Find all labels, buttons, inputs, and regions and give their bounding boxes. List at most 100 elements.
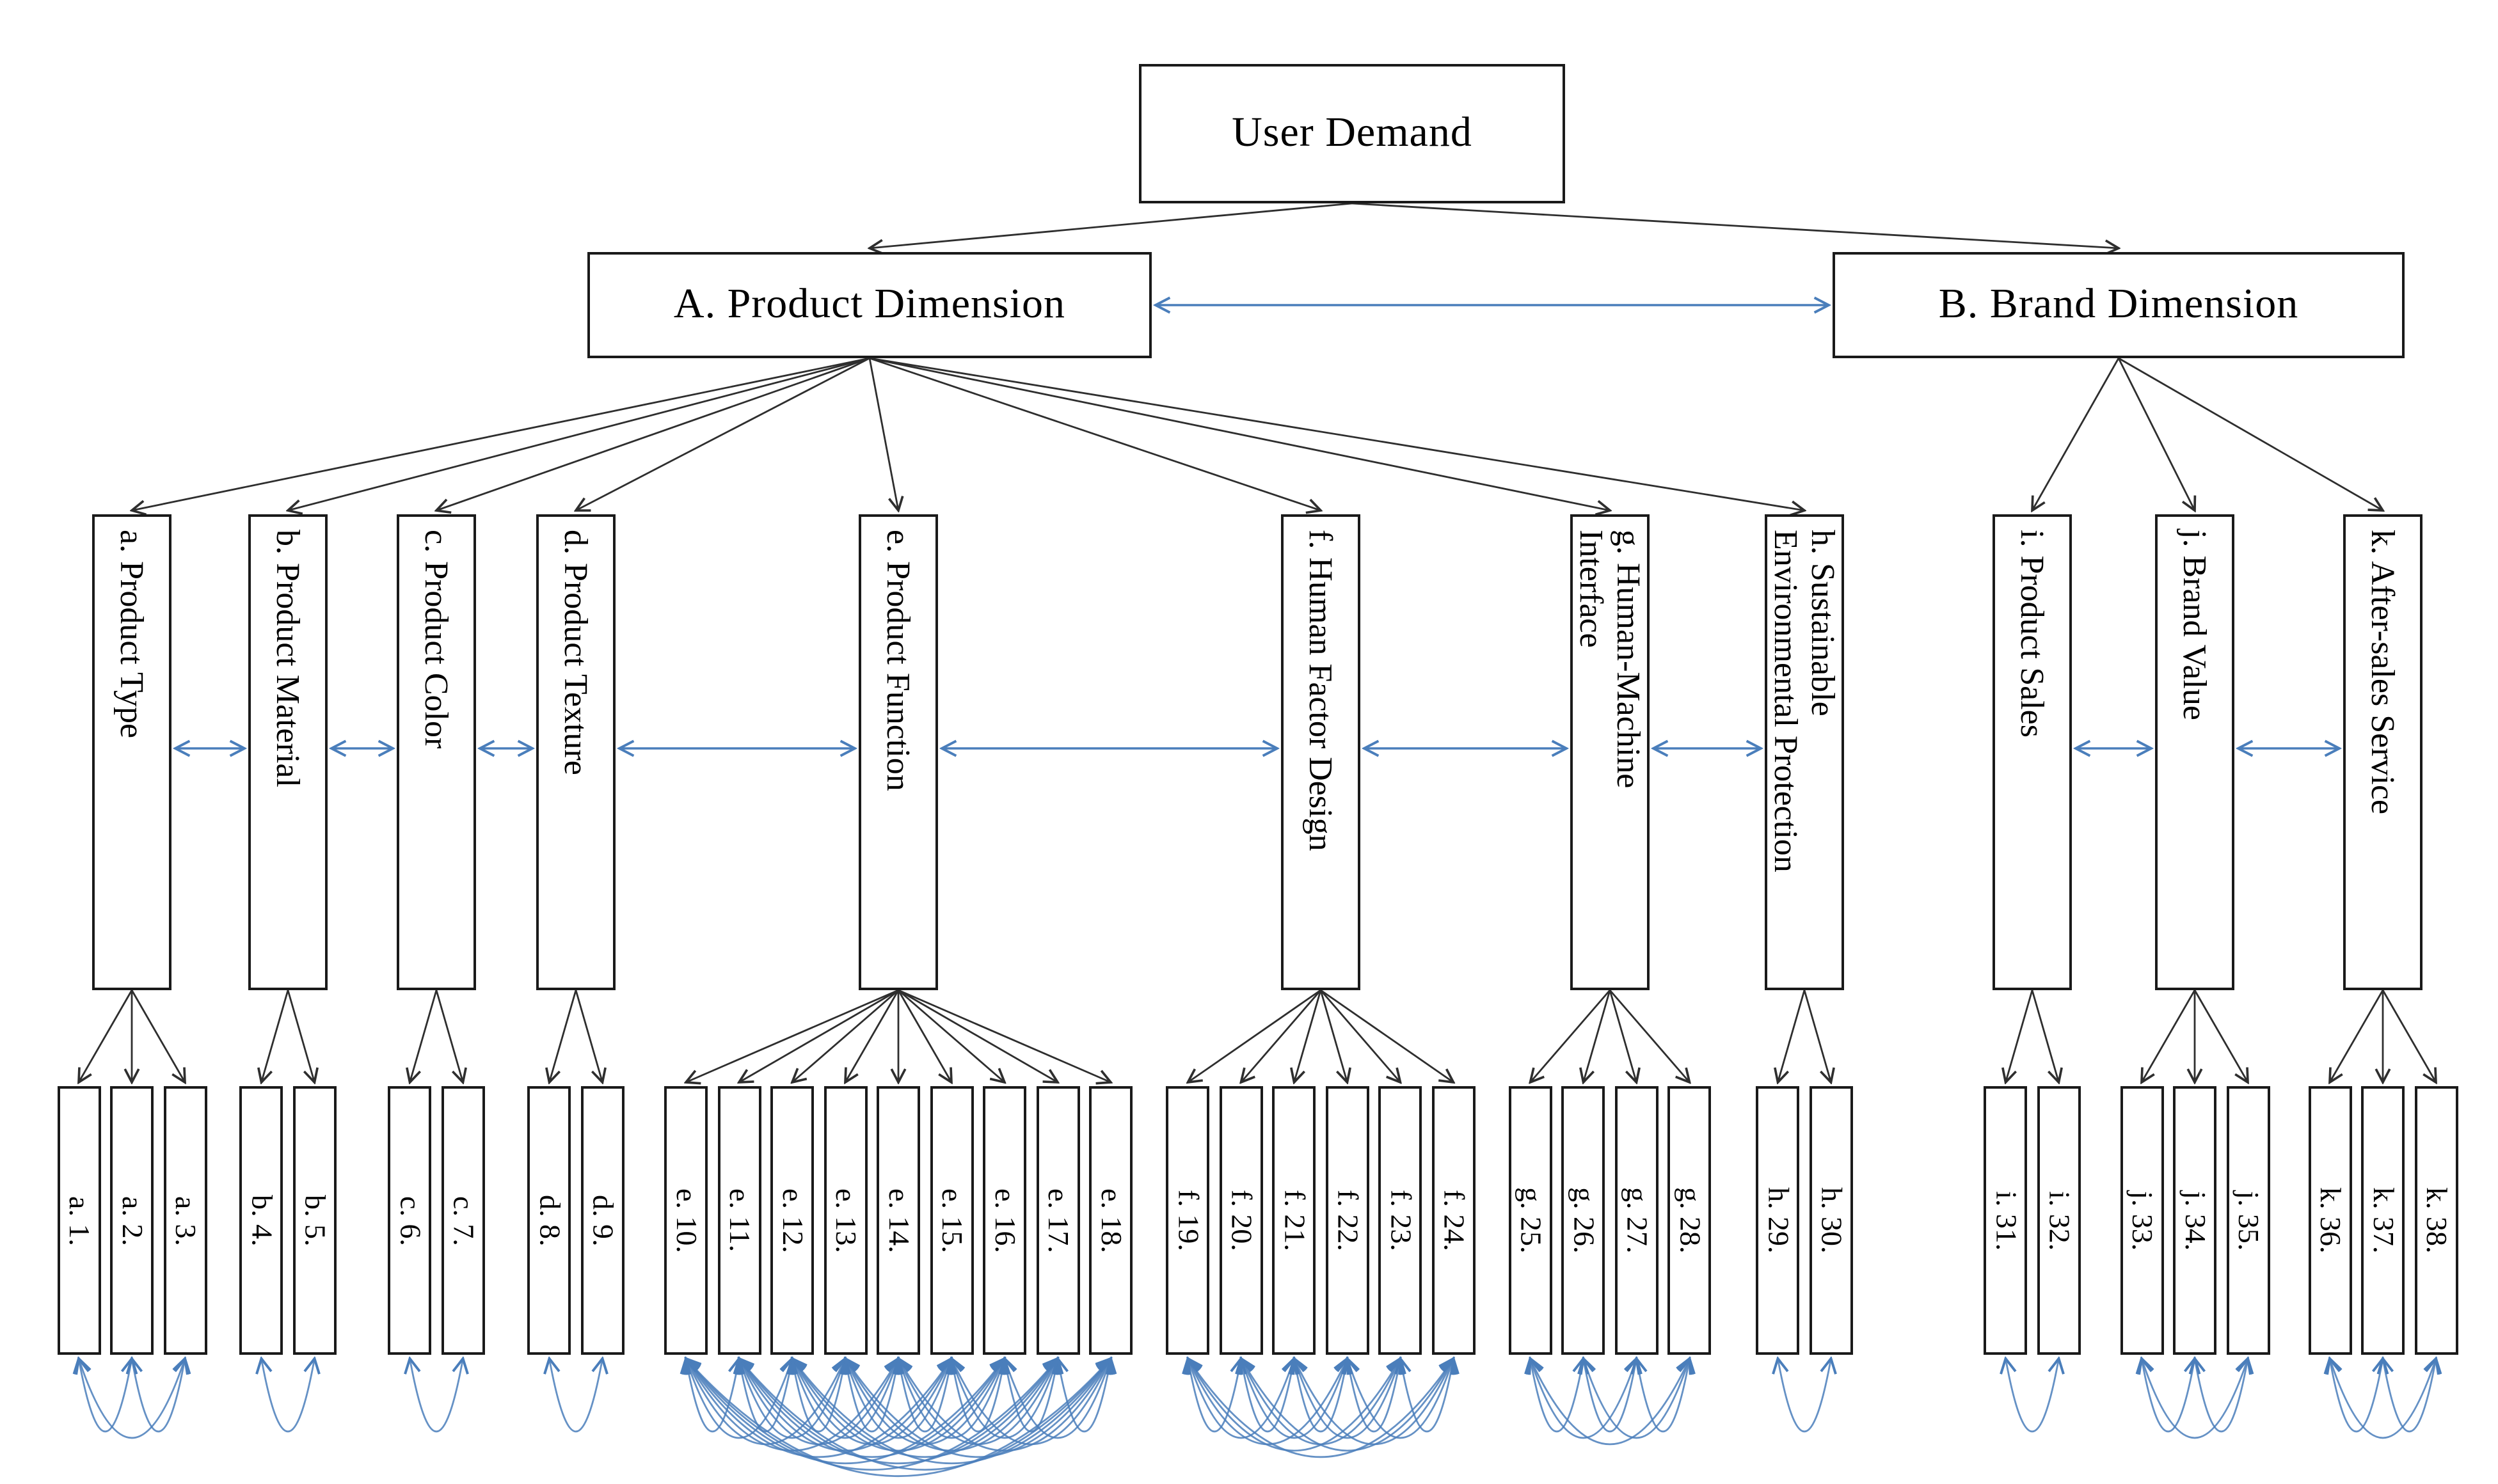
arrow-category-j-to-leaf [2142,990,2196,1082]
arc-e-2-8 [739,1359,1058,1464]
arc-e-6-9 [951,1359,1111,1446]
arrow-category-c-to-leaf [435,990,463,1082]
leaf-box-a-3: a. 3. [163,1086,207,1355]
category-label-b-line-1: b. Product Material [269,530,306,787]
arc-e-4-8 [845,1359,1058,1452]
arrow-root-to-brand-dimension [1351,202,2119,248]
category-box-j: j. Brand Value [2155,514,2234,990]
leaf-box-d-8: d. 8. [527,1086,571,1355]
leaf-box-e-14: e. 14. [877,1086,920,1355]
leaf-label: g. 27. [1621,1187,1653,1254]
leaf-label: e. 18. [1095,1188,1127,1253]
arrow-category-k-to-leaf [2382,990,2436,1082]
category-label-f-line-1: f. Human Factor Design [1302,530,1339,851]
category-label-e-line-1: e. Product Function [880,530,917,791]
leaf-box-k-36: k. 36. [2308,1086,2351,1355]
leaf-box-k-37: k. 37. [2361,1086,2405,1355]
arc-g-1-2 [1531,1359,1584,1433]
leaf-box-c-7: c. 7. [441,1086,485,1355]
leaf-label: e. 15. [936,1188,968,1253]
arc-i-1-2 [2006,1359,2059,1433]
arc-f-1-5 [1188,1359,1401,1452]
leaf-label: i. 31. [1990,1190,2023,1251]
leaf-label: e. 12. [777,1188,809,1253]
arc-e-6-8 [951,1359,1058,1439]
arrow-dimension-to-category-f [869,357,1321,510]
arrow-dimension-to-category-j [2117,358,2195,510]
leaf-box-f-23: f. 23. [1378,1086,1422,1355]
arc-e-1-3 [686,1359,792,1439]
leaf-box-e-12: e. 12. [770,1086,814,1355]
leaf-label: c. 6. [394,1196,427,1245]
arc-j-1-2 [2142,1359,2195,1433]
arrow-dimension-to-category-c [436,357,870,510]
arc-f-2-3 [1241,1359,1294,1433]
arc-f-1-6 [1188,1359,1454,1458]
arc-f-4-6 [1348,1359,1454,1439]
arc-e-4-9 [845,1359,1111,1458]
arrow-category-f-to-leaf [1319,990,1401,1082]
arrow-category-d-to-leaf [550,990,577,1082]
arrow-category-i-to-leaf [2031,990,2059,1082]
leaf-box-f-22: f. 22. [1325,1086,1369,1355]
arrow-category-d-to-leaf [575,990,603,1082]
leaf-label: h. 30. [1815,1187,1848,1254]
leaf-box-g-27: g. 27. [1614,1086,1659,1355]
arc-f-5-6 [1401,1359,1454,1433]
leaf-label: b. 4. [246,1194,278,1247]
arrow-category-g-to-leaf [1609,990,1690,1082]
leaf-label: j. 33. [2126,1190,2158,1251]
leaf-box-g-25: g. 25. [1508,1086,1552,1355]
arrow-category-f-to-leaf [1294,990,1322,1082]
leaf-label: a. 3. [170,1196,202,1245]
arc-e-2-7 [739,1359,1005,1458]
category-box-b: b. Product Material [248,514,328,990]
arrow-dimension-to-category-k [2118,357,2383,510]
arc-e-6-7 [951,1359,1005,1433]
category-box-i: i. Product Sales [1993,514,2072,990]
arrow-category-e-to-leaf [897,990,951,1082]
arc-e-5-6 [898,1359,951,1433]
leaf-box-d-9: d. 9. [580,1086,624,1355]
leaf-box-a-1: a. 1. [57,1086,100,1355]
arc-e-3-8 [792,1359,1058,1458]
arc-e-2-3 [739,1359,792,1433]
arc-j-1-3 [2142,1359,2248,1439]
arc-d-1-2 [550,1359,603,1433]
arrow-category-a-to-leaf [79,990,133,1082]
arrow-category-b-to-leaf [287,990,315,1082]
arc-g-1-4 [1531,1359,1690,1446]
leaf-label: k. 36. [2314,1187,2346,1254]
arc-e-4-5 [845,1359,898,1433]
leaf-label: f. 23. [1385,1190,1417,1251]
arc-c-1-2 [410,1359,463,1433]
arrow-dimension-to-category-e [868,358,898,510]
arrow-category-e-to-leaf [898,989,1005,1082]
leaf-box-f-21: f. 21. [1272,1086,1316,1355]
leaf-box-g-26: g. 26. [1561,1086,1605,1355]
arc-e-5-7 [898,1359,1005,1439]
arc-a-1-3 [79,1359,185,1439]
leaf-box-e-17: e. 17. [1036,1086,1079,1355]
leaf-box-j-35: j. 35. [2226,1086,2270,1355]
category-label-d-line-1: d. Product Texture [557,530,594,775]
arc-e-2-9 [739,1359,1111,1471]
dimension-a-label: A. Product Dimension [673,281,1066,328]
leaf-box-e-15: e. 15. [930,1086,973,1355]
arc-f-3-6 [1294,1359,1454,1446]
leaf-box-e-16: e. 16. [983,1086,1026,1355]
arc-a-1-2 [79,1359,132,1433]
arrow-category-f-to-leaf [1319,990,1348,1082]
leaf-box-e-13: e. 13. [823,1086,867,1355]
arrow-dimension-to-category-b [288,357,870,510]
arc-e-7-9 [1005,1359,1111,1439]
leaf-label: e. 10. [671,1188,703,1253]
leaf-box-k-38: k. 38. [2414,1086,2458,1355]
arc-e-1-5 [686,1359,898,1452]
arrow-category-g-to-leaf [1584,990,1611,1082]
category-label-j-line-1: j. Brand Value [2176,530,2213,720]
arc-g-3-4 [1637,1359,1690,1433]
leaf-label: j. 34. [2179,1190,2211,1251]
leaf-box-f-19: f. 19. [1166,1086,1210,1355]
